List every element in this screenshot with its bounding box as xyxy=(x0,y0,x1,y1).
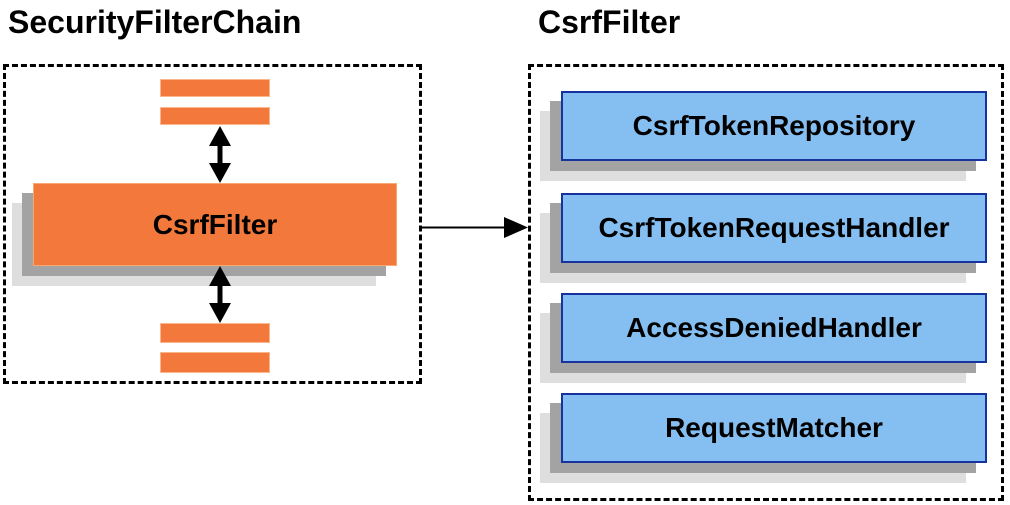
csrf-filter-title: CsrfFilter xyxy=(538,4,681,40)
flow-arrow-icon xyxy=(422,217,528,238)
filter-bar xyxy=(160,107,270,125)
security-filter-chain-title: SecurityFilterChain xyxy=(8,4,302,40)
component-label: CsrfTokenRepository xyxy=(632,110,916,141)
security-filter-chain-container: CsrfFilter xyxy=(3,64,422,384)
component-box-csrf-token-request-handler: CsrfTokenRequestHandler xyxy=(561,193,987,263)
csrf-filter-container: CsrfTokenRepository CsrfTokenRequestHand… xyxy=(528,64,1004,501)
component-label: RequestMatcher xyxy=(665,412,883,443)
filter-bar xyxy=(160,352,270,373)
filter-bar xyxy=(160,323,270,343)
filter-bar xyxy=(160,79,270,97)
component-box-access-denied-handler: AccessDeniedHandler xyxy=(561,293,987,363)
component-label: CsrfTokenRequestHandler xyxy=(598,212,950,243)
csrf-filter-box: CsrfFilter xyxy=(33,183,397,266)
component-label: AccessDeniedHandler xyxy=(626,312,922,343)
component-box-csrf-token-repository: CsrfTokenRepository xyxy=(561,91,987,161)
csrf-filter-box-label: CsrfFilter xyxy=(152,208,278,240)
up-down-arrow-icon xyxy=(209,266,231,323)
up-down-arrow-icon xyxy=(209,126,231,183)
component-box-request-matcher: RequestMatcher xyxy=(561,393,987,463)
